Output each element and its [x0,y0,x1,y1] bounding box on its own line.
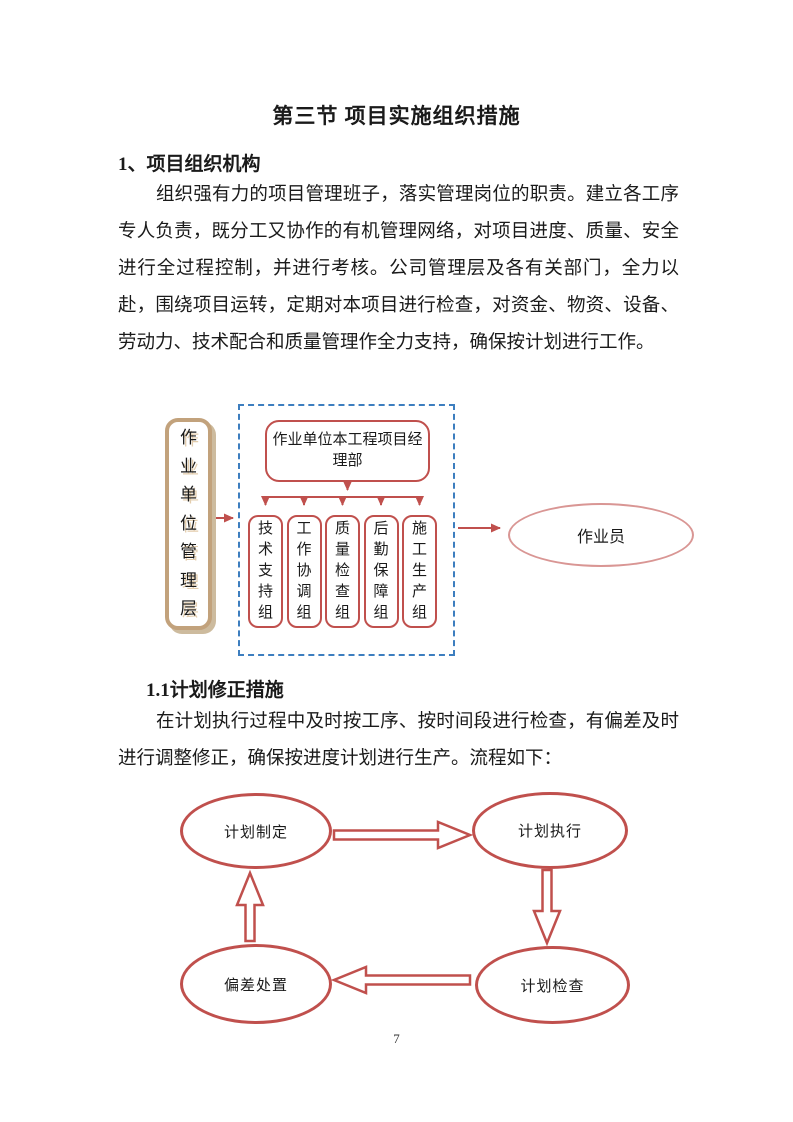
plan-cycle-flowchart: 计划制定 计划执行 计划检查 偏差处置 [118,788,679,1036]
flow-node-plan-inspection: 计划检查 [475,946,630,1024]
page-number: 7 [393,1031,400,1046]
project-dept-container [238,404,455,656]
group-label: 工作协调组 [296,521,312,621]
heading-plan-correction: 1.1计划修正措施 [146,680,284,701]
flow-node-deviation-handling: 偏差处置 [180,944,332,1024]
group-label: 质量检查组 [335,521,351,621]
group-label: 技术支持组 [258,521,274,621]
paragraph-plan-correction: 在计划执行过程中及时按工序、按时间段进行检查，有偏差及时进行调整修正，确保按进度… [118,712,679,769]
group-box-logistics-support: 后勤保障组 [363,515,399,628]
arrow-handle-to-formulate [235,869,265,943]
group-label: 后勤保障组 [373,521,389,621]
section-title: 第三节 项目实施组织措施 [272,104,521,128]
flow-node-label: 计划检查 [520,978,585,995]
project-dept-box: 作业单位本工程项目经理部 [265,420,430,482]
worker-ellipse: 作业员 [508,503,694,567]
worker-label: 作业员 [576,529,625,546]
group-box-technical-support: 技术支持组 [248,515,283,628]
flow-node-plan-formulation: 计划制定 [180,793,332,869]
group-box-construction-production: 施工生产组 [402,515,437,628]
flow-node-label: 偏差处置 [223,977,288,994]
flow-node-plan-execution: 计划执行 [472,792,628,869]
heading-org-structure: 1、项目组织机构 [118,154,261,175]
arrow-inspect-to-handle [330,965,472,995]
group-label: 施工生产组 [412,521,428,621]
org-chart: 作业单位管理层 作业单位本工程项目经理部 技术支持组 工作协调组 质量检查组 后… [118,395,698,670]
flow-node-label: 计划执行 [517,824,582,840]
flow-node-label: 计划制定 [223,824,288,841]
paragraph-org-structure: 组织强有力的项目管理班子，落实管理岗位的职责。建立各工序专人负责，既分工又协作的… [118,185,679,353]
management-layer-label: 作业单位管理层 [180,428,197,619]
project-dept-label: 作业单位本工程项目经理部 [272,432,423,469]
arrow-formulate-to-execute [332,820,474,850]
group-box-quality-inspection: 质量检查组 [325,515,360,628]
management-layer-box: 作业单位管理层 [165,418,212,630]
arrow-execute-to-inspect [532,868,562,947]
group-box-work-coordination: 工作协调组 [286,515,322,628]
